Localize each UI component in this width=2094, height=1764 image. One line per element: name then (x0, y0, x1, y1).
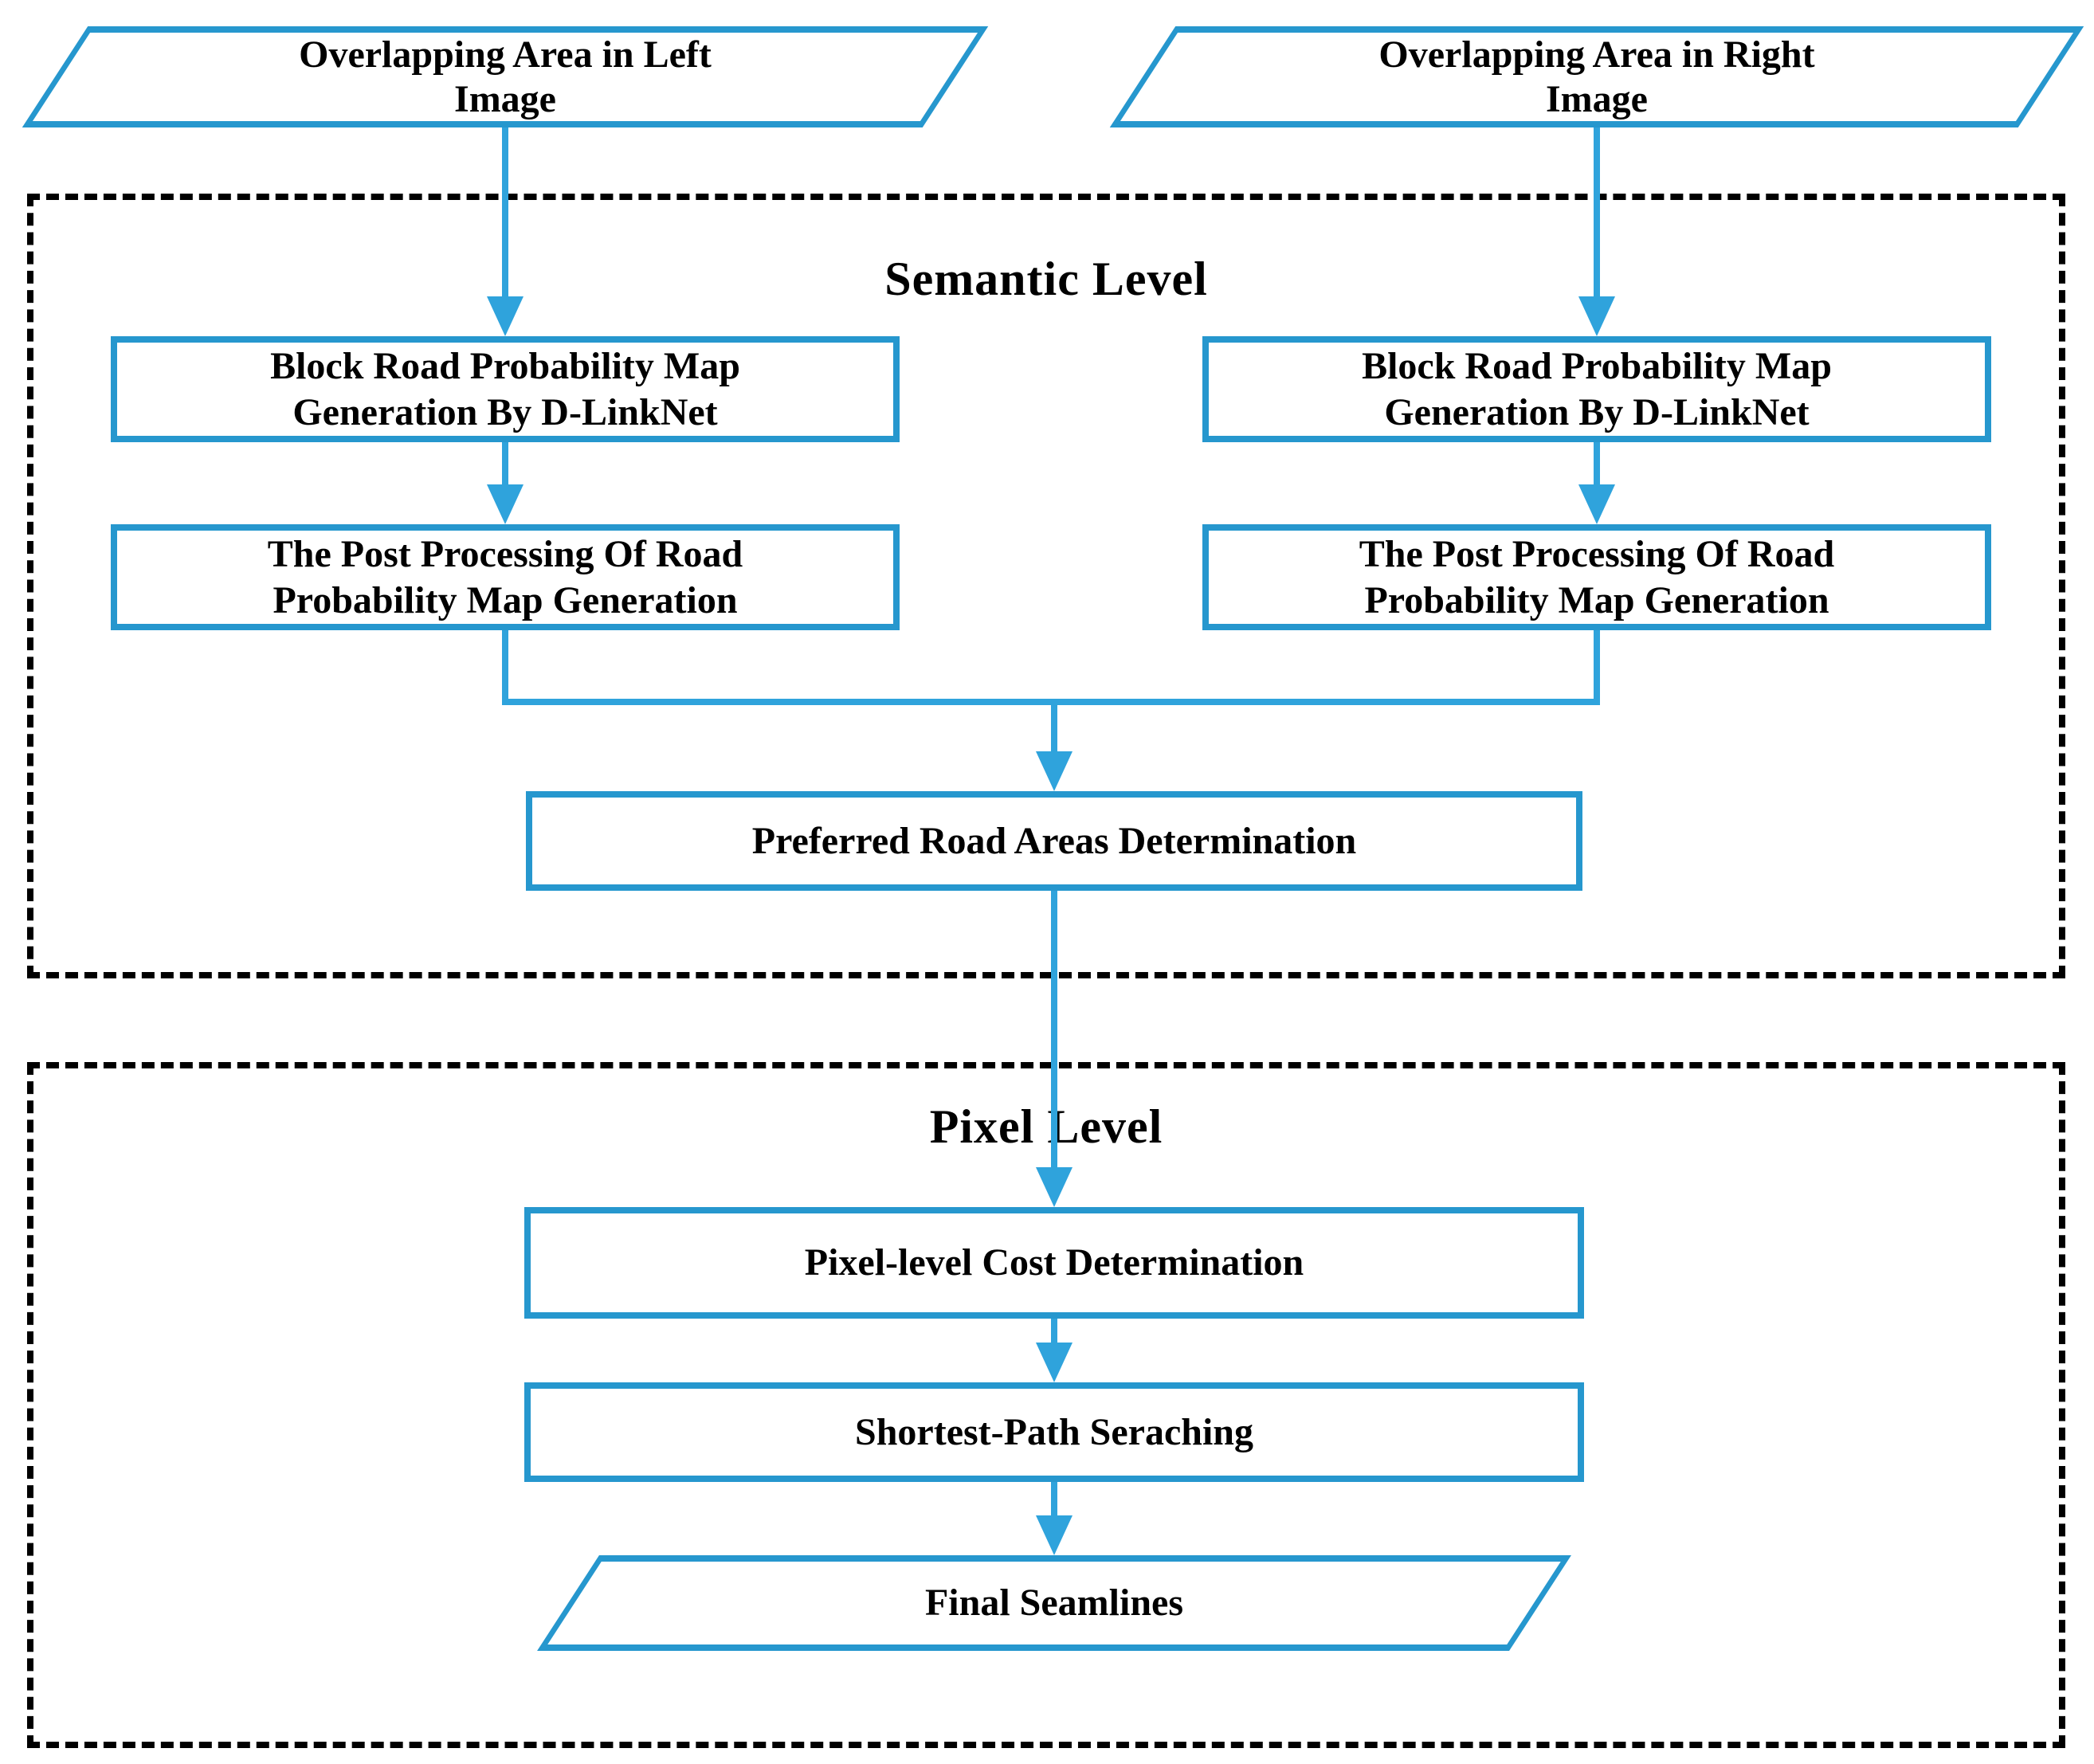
node-label: Final Seamlines (924, 1582, 1184, 1624)
node-post-processing-right: The Post Processing Of Road Probability … (1202, 524, 1991, 630)
node-post-processing-left: The Post Processing Of Road Probability … (111, 524, 900, 630)
semantic-level-section (27, 194, 2065, 978)
arrowhead-down-icon (1036, 1343, 1072, 1382)
node-block-road-right: Block Road Probability Map Generation By… (1202, 336, 1991, 442)
arrow-cost-to-shortest (1051, 1319, 1057, 1347)
node-shortest-path: Shortest-Path Seraching (524, 1382, 1584, 1482)
arrow-block-left-to-post-left (502, 442, 508, 490)
connector-post-left-down (502, 630, 508, 705)
node-block-road-left: Block Road Probability Map Generation By… (111, 336, 900, 442)
arrowhead-down-icon (1578, 296, 1615, 336)
arrowhead-down-icon (1578, 484, 1615, 524)
pixel-level-title: Pixel Level (929, 1100, 1163, 1153)
node-final-seamlines: Final Seamlines (537, 1555, 1571, 1651)
arrowhead-down-icon (1036, 751, 1072, 791)
pixel-level-section (27, 1062, 2065, 1748)
arrowhead-down-icon (1036, 1515, 1072, 1555)
node-preferred-road-areas: Preferred Road Areas Determination (526, 791, 1582, 891)
arrow-shortest-to-final (1051, 1482, 1057, 1520)
arrowhead-down-icon (487, 296, 524, 336)
node-pixel-cost: Pixel-level Cost Determination (524, 1207, 1584, 1319)
arrow-input-left-to-block-left (502, 127, 508, 303)
node-overlapping-right: Overlapping Area in Right Image (1109, 26, 2084, 127)
arrow-preferred-to-cost (1051, 891, 1057, 1171)
arrow-block-right-to-post-right (1594, 442, 1600, 490)
connector-merge-horizontal (502, 699, 1600, 705)
arrow-merge-to-preferred (1051, 705, 1057, 757)
semantic-level-title: Semantic Level (884, 253, 1208, 305)
connector-post-right-down (1594, 630, 1600, 705)
arrowhead-down-icon (487, 484, 524, 524)
arrowhead-down-icon (1036, 1167, 1072, 1207)
node-label: Overlapping Area in Right Image (1378, 33, 1815, 120)
arrow-input-right-to-block-right (1594, 127, 1600, 303)
node-label: Overlapping Area in Left Image (299, 33, 712, 120)
node-overlapping-left: Overlapping Area in Left Image (22, 26, 989, 127)
